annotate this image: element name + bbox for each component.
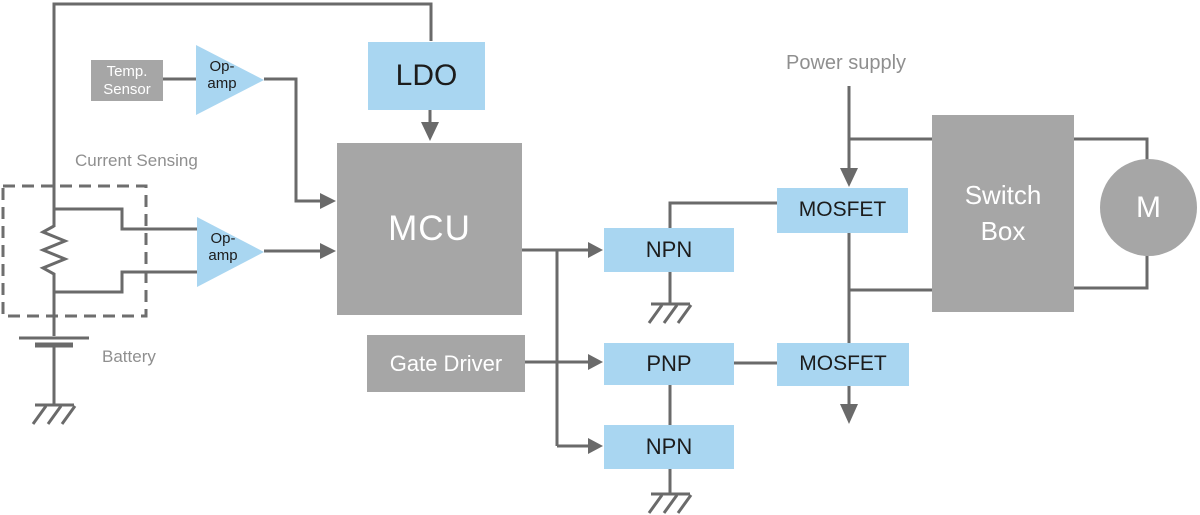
arrowhead-mcu-input-bottom bbox=[320, 243, 336, 259]
opamp-top-label-line1: Op- bbox=[209, 58, 235, 75]
opamp-current-label-line1: Op- bbox=[210, 230, 236, 247]
wire-battery-to-ldo bbox=[52, 2, 433, 227]
arrowhead-ldo-to-mcu bbox=[421, 122, 439, 141]
switch-box-block: Switch Box bbox=[932, 115, 1074, 312]
wire-shunt-bottom-tap bbox=[54, 270, 197, 294]
current-sense-dashed-box bbox=[1, 184, 148, 318]
gate-driver-label: Gate Driver bbox=[389, 350, 503, 376]
mcu-block: MCU bbox=[337, 143, 522, 315]
pnp-label: PNP bbox=[646, 351, 692, 377]
mcu-label: MCU bbox=[388, 209, 471, 249]
wire-opamp-top-to-mcu bbox=[264, 77, 321, 203]
opamp-current-triangle bbox=[197, 217, 264, 287]
mosfet-top-block: MOSFET bbox=[777, 188, 908, 233]
current-sensing-label: Current Sensing bbox=[75, 151, 198, 170]
temp-sensor-block: Temp. Sensor bbox=[91, 60, 163, 101]
npn-bottom-label: NPN bbox=[645, 434, 693, 460]
mosfet-top-label: MOSFET bbox=[798, 198, 887, 222]
resistor-symbol bbox=[39, 224, 69, 336]
mosfet-bottom-block: MOSFET bbox=[777, 343, 909, 386]
ground-symbol-battery bbox=[31, 403, 77, 425]
npn-top-block: NPN bbox=[604, 228, 734, 272]
temp-sensor-label-line2: Sensor bbox=[103, 80, 151, 98]
switch-box-label-line2: Box bbox=[980, 215, 1026, 246]
switch-box-label-line1: Switch bbox=[964, 180, 1042, 211]
wire-npn-top-to-mosfet bbox=[668, 201, 777, 228]
gate-driver-block: Gate Driver bbox=[367, 335, 525, 392]
ldo-block: LDO bbox=[368, 42, 485, 110]
arrowhead-mosfet-top bbox=[840, 168, 858, 187]
arrowhead-npn-bottom bbox=[588, 438, 603, 454]
npn-bottom-block: NPN bbox=[604, 425, 734, 469]
arrowhead-npn-top bbox=[588, 242, 603, 258]
temp-sensor-label-line1: Temp. bbox=[106, 62, 148, 80]
ground-symbol-npn-top bbox=[647, 302, 693, 324]
battery-label: Battery bbox=[102, 347, 156, 366]
wire-shunt-top-tap bbox=[54, 207, 197, 231]
ldo-label: LDO bbox=[395, 59, 458, 93]
opamp-current-label: Op- amp bbox=[197, 230, 249, 265]
arrowhead-mcu-input-top bbox=[320, 193, 336, 209]
arrowhead-mosfet-bottom-out bbox=[840, 404, 858, 424]
motor-circle: M bbox=[1100, 159, 1197, 256]
motor-label: M bbox=[1136, 190, 1161, 224]
npn-top-label: NPN bbox=[645, 237, 693, 263]
power-supply-label: Power supply bbox=[786, 52, 907, 74]
opamp-current-label-line2: amp bbox=[208, 247, 238, 265]
opamp-top-triangle bbox=[196, 45, 264, 115]
arrowhead-pnp bbox=[588, 354, 603, 370]
pnp-block: PNP bbox=[604, 343, 734, 385]
ground-symbol-npn-bottom bbox=[647, 492, 693, 514]
opamp-top-label-line2: amp bbox=[207, 75, 237, 93]
opamp-top-label: Op- amp bbox=[196, 58, 248, 93]
mosfet-bottom-label: MOSFET bbox=[799, 352, 887, 376]
